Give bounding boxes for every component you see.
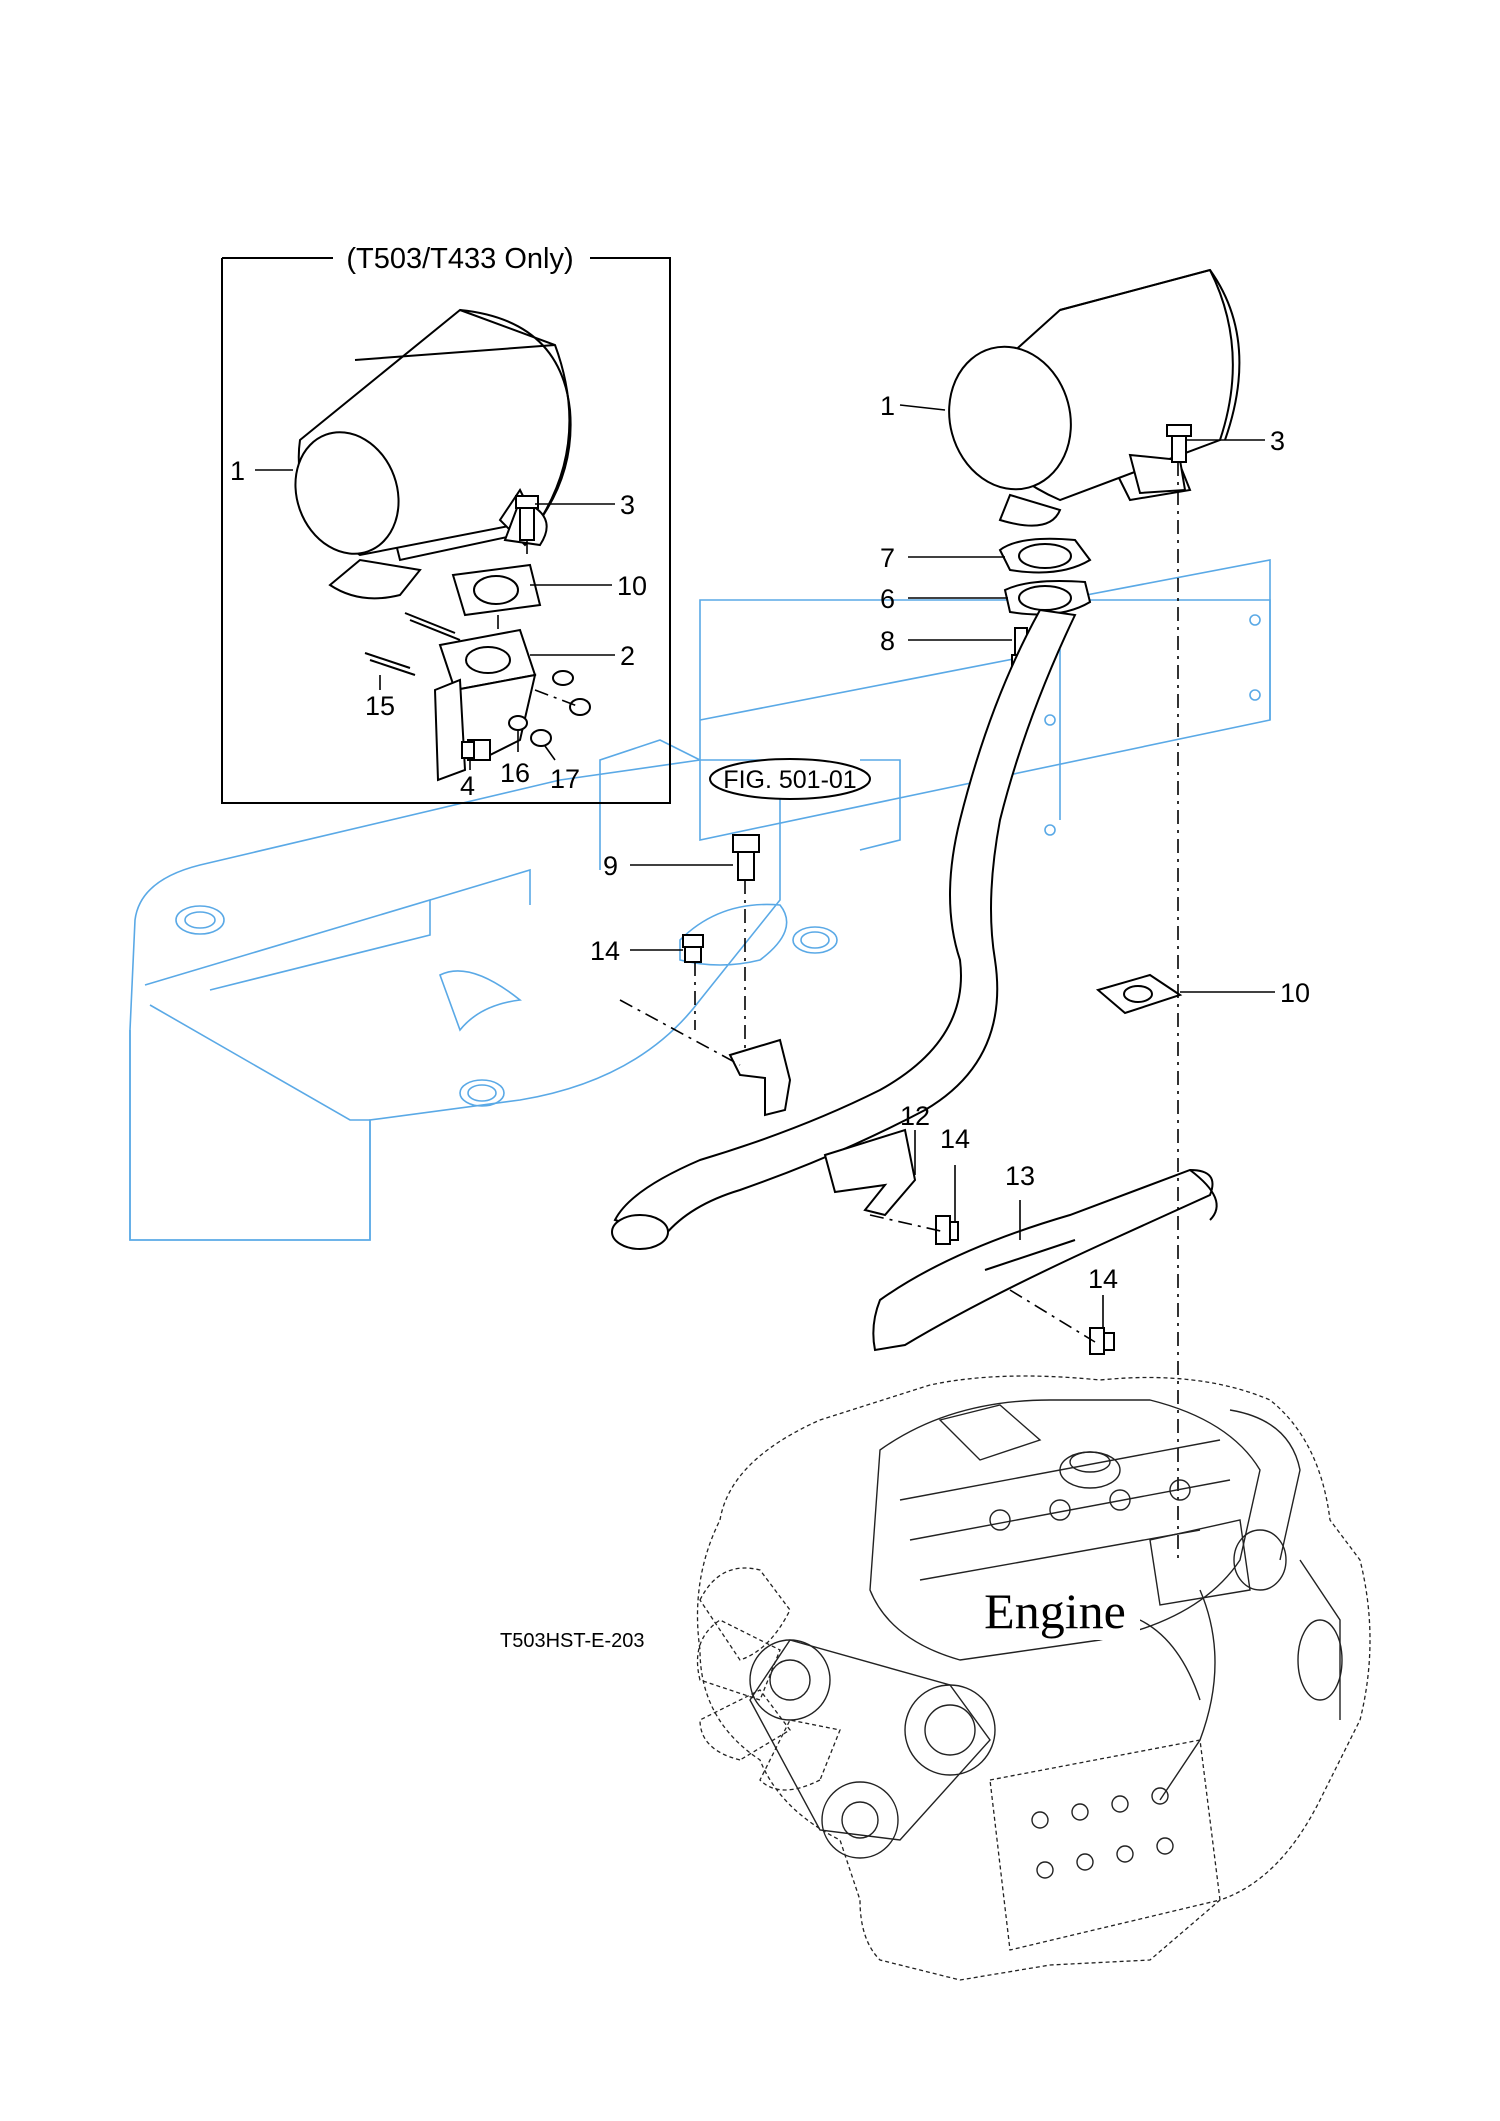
inset-title: (T503/T433 Only) xyxy=(346,243,573,275)
callout-inset-4: 4 xyxy=(460,771,475,801)
callout-13: 13 xyxy=(1005,1161,1035,1191)
callout-inset-17: 17 xyxy=(550,764,580,794)
engine-label-bg xyxy=(970,1582,1140,1640)
fig-ref-label: FIG. 501-01 xyxy=(723,766,856,794)
callout-12: 12 xyxy=(900,1101,930,1131)
drawing-code: T503HST-E-203 xyxy=(500,1630,645,1652)
callouts: 1 3 10 2 15 4 16 17 1 3 7 6 8 9 14 10 xyxy=(230,391,1310,1328)
callout-inset-3: 3 xyxy=(620,490,635,520)
callout-inset-16: 16 xyxy=(500,758,530,788)
callout-14-top: 14 xyxy=(590,936,620,966)
engine-illustration xyxy=(696,1375,1371,1981)
engine-label: Engine xyxy=(984,1583,1126,1639)
callout-1: 1 xyxy=(880,391,895,421)
heat-cover xyxy=(872,1168,1218,1352)
callout-inset-10: 10 xyxy=(617,571,647,601)
callout-14-mid: 14 xyxy=(940,1124,970,1154)
main-muffler xyxy=(948,268,1241,527)
inset-muffler xyxy=(294,308,572,600)
callout-inset-15: 15 xyxy=(365,691,395,721)
callout-8: 8 xyxy=(880,626,895,656)
callout-3: 3 xyxy=(1270,426,1285,456)
callout-inset-2: 2 xyxy=(620,641,635,671)
callout-9: 9 xyxy=(603,851,618,881)
fig-ref-oval[interactable] xyxy=(709,758,871,800)
exhaust-pipe xyxy=(611,608,1077,1250)
callout-inset-1: 1 xyxy=(230,456,245,486)
callout-14-low: 14 xyxy=(1088,1264,1118,1294)
callout-7: 7 xyxy=(880,543,895,573)
machine-frame xyxy=(129,559,1271,1241)
callout-6: 6 xyxy=(880,584,895,614)
inset-box: (T503/T433 Only) xyxy=(221,243,671,804)
callout-10: 10 xyxy=(1280,978,1310,1008)
